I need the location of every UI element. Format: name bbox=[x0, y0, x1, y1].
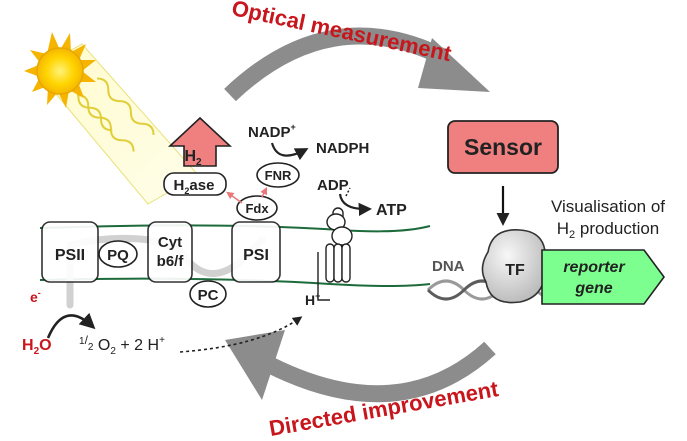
psi-label: PSI bbox=[243, 247, 269, 264]
fdx-ellipse bbox=[236, 195, 278, 221]
oxygen-proton-label: 1/2 O2 + 2 H+ bbox=[79, 333, 165, 357]
bottom-cycle-arrowhead bbox=[225, 330, 285, 400]
cyt-label-line2: b6/f bbox=[157, 253, 185, 270]
proton-dotted-arrow bbox=[179, 316, 303, 353]
adp-label: ADP bbox=[317, 177, 349, 194]
top-cycle-arrow bbox=[224, 27, 449, 102]
electron-label: e- bbox=[30, 288, 41, 305]
fdx-to-h2ase-arrow bbox=[226, 191, 243, 204]
nadph-label: NADPH bbox=[316, 140, 369, 157]
visualisation-line2: H2 production bbox=[557, 219, 660, 241]
h2-up-arrow bbox=[167, 116, 233, 167]
dna-label: DNA bbox=[432, 258, 465, 275]
atp-label: ATP bbox=[376, 202, 407, 219]
reporter-gene-box bbox=[541, 249, 665, 305]
sun-icon bbox=[24, 32, 96, 108]
reporter-label-line1: reporter bbox=[563, 259, 625, 276]
h2-label: H2 bbox=[184, 148, 202, 168]
reporter-label-line2: gene bbox=[574, 280, 612, 297]
cyt-label-line1: Cyt bbox=[158, 234, 182, 251]
membrane-lower-line bbox=[39, 277, 431, 287]
h2ase-label: H2ase bbox=[174, 177, 215, 196]
adp-dotted-arrow bbox=[345, 187, 351, 197]
pc-ellipse bbox=[189, 280, 227, 308]
tf-label: TF bbox=[505, 262, 525, 279]
psii-label: PSII bbox=[55, 247, 85, 264]
pq-label: PQ bbox=[107, 247, 129, 264]
pq-ellipse bbox=[98, 240, 138, 268]
light-wave-2 bbox=[76, 94, 135, 152]
visualisation-line1: Visualisation of bbox=[551, 197, 665, 216]
fnr-label: FNR bbox=[265, 168, 292, 183]
water-splitting-arrow bbox=[46, 312, 96, 339]
bottom-cycle-arrow bbox=[266, 341, 496, 403]
proton-label: H+ bbox=[305, 291, 320, 308]
optical-measurement-label: Optical measurement bbox=[230, 0, 455, 66]
water-label: H2O bbox=[22, 337, 52, 357]
adp-to-atp-arrow bbox=[338, 193, 372, 216]
nadp-to-nadph-arrow bbox=[270, 142, 309, 161]
membrane-upper-line bbox=[39, 224, 431, 233]
top-cycle-arrowhead bbox=[418, 38, 490, 92]
light-wave-3 bbox=[96, 77, 155, 136]
fdx-to-fnr-arrow bbox=[260, 186, 268, 198]
tf-protein bbox=[481, 229, 547, 304]
sensor-label: Sensor bbox=[464, 134, 542, 160]
atp-synthase bbox=[317, 207, 353, 301]
pc-label: PC bbox=[198, 287, 219, 304]
fnr-ellipse bbox=[256, 162, 300, 188]
cyt-box bbox=[147, 221, 193, 283]
nadp-label: NADP+ bbox=[248, 122, 296, 141]
h2ase-box bbox=[163, 172, 227, 196]
fdx-label: Fdx bbox=[245, 201, 269, 216]
psii-box bbox=[41, 221, 99, 283]
sensor-box bbox=[447, 120, 559, 174]
psi-box bbox=[231, 221, 281, 283]
